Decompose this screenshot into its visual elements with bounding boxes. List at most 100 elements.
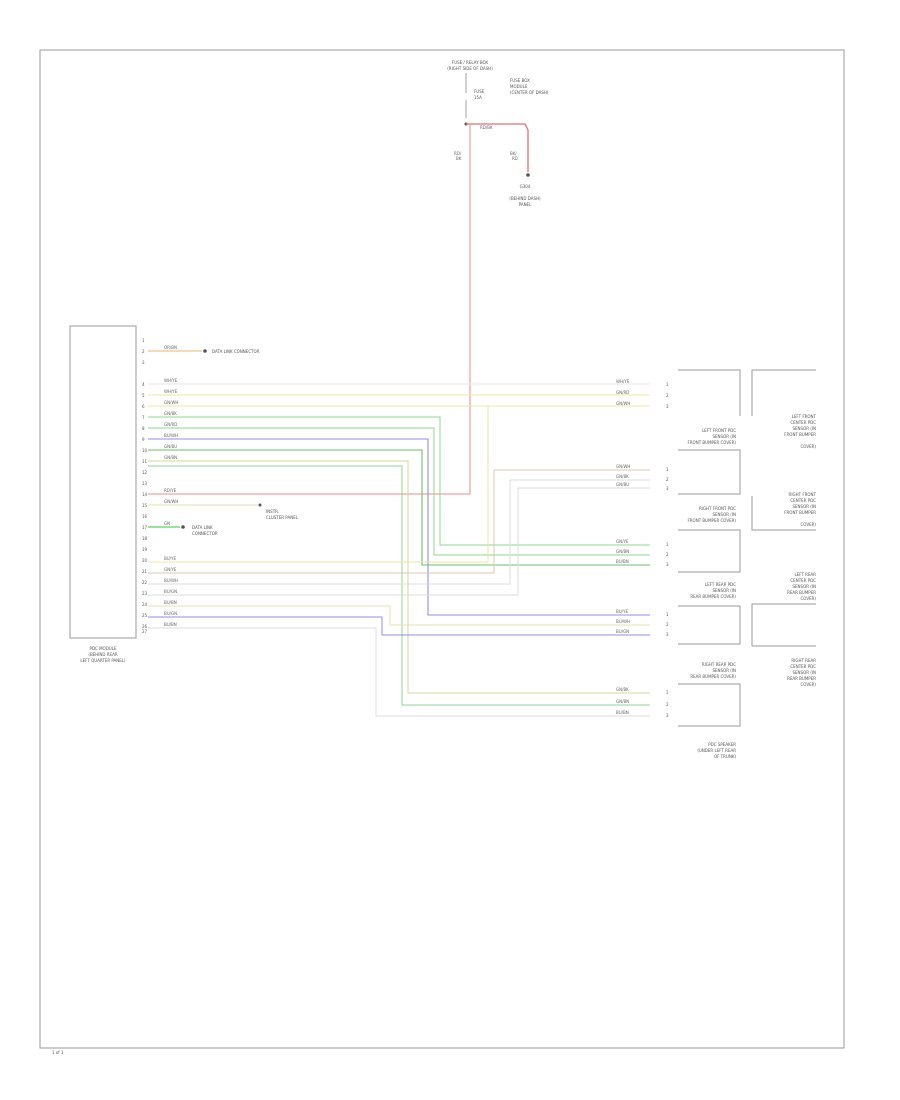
harness-wire-label: GN/WH bbox=[164, 400, 178, 405]
pin-number: 20 bbox=[142, 558, 148, 563]
ground-label-2: (BEHIND DASH) bbox=[509, 196, 541, 201]
right-box-text: COVER) bbox=[801, 596, 817, 601]
sensor-label: SENSOR (IN bbox=[712, 668, 736, 673]
sensor-pin: 2 bbox=[666, 477, 669, 482]
pin-number: 3 bbox=[142, 360, 145, 365]
pin-number: 12 bbox=[142, 470, 148, 475]
fuse-block: FUSE / RELAY BOX (RIGHT SIDE OF DASH) FU… bbox=[447, 60, 549, 126]
pin-number: 16 bbox=[142, 514, 148, 519]
right-box-text: CENTER PDC bbox=[790, 420, 816, 425]
sensor-label: FRONT BUMPER COVER) bbox=[687, 518, 736, 523]
sensor-pin: 1 bbox=[666, 382, 669, 387]
right-box-text: LEFT REAR bbox=[794, 572, 816, 577]
connector-instr-label-1: INSTR. bbox=[266, 509, 279, 514]
harness-wire-label: BU/GN bbox=[164, 611, 177, 616]
sensor-label: SENSOR (IN bbox=[712, 512, 736, 517]
sensor-label: SENSOR (IN bbox=[712, 434, 736, 439]
pin-number: 11 bbox=[142, 459, 148, 464]
sensor-wire-label: GN/BU bbox=[616, 482, 629, 487]
pin-number: 13 bbox=[142, 481, 148, 486]
harness-wire bbox=[148, 469, 650, 574]
right-box-text: FRONT BUMPER bbox=[784, 432, 816, 437]
pin-number: 8 bbox=[142, 426, 145, 431]
right-box-text: RIGHT FRONT bbox=[789, 492, 817, 497]
ground-label-3: PANEL bbox=[519, 202, 532, 207]
fuse-box-note-2: MODULE bbox=[510, 84, 528, 89]
right-box-outline bbox=[751, 369, 816, 416]
right-box-outline bbox=[751, 496, 816, 531]
sensor-pin: 1 bbox=[666, 467, 669, 472]
feed-wire-label: RD/BK bbox=[480, 125, 493, 130]
right-box-2: RIGHT FRONT CENTER PDC SENSOR (IN FRONT … bbox=[751, 492, 817, 531]
sensor-wire-label: BU/WH bbox=[616, 619, 630, 624]
harness-wire bbox=[148, 479, 650, 585]
pin-number: 22 bbox=[142, 580, 148, 585]
connector-instr-label-2: CLUSTER PANEL bbox=[266, 515, 299, 520]
sensor-right-rear: BU/YE BU/WH BU/GN 1 2 3 RIGHT REAR PDC S… bbox=[616, 605, 741, 679]
pin-number: 7 bbox=[142, 415, 145, 420]
harness-wire-label: BU/YE bbox=[164, 556, 176, 561]
module-label-2: (BEHIND REAR bbox=[88, 652, 117, 657]
right-box-text: SENSOR (IN bbox=[792, 584, 816, 589]
right-box-text: CENTER PDC bbox=[790, 664, 816, 669]
sensor-wire-label: GN/BK bbox=[616, 474, 629, 479]
harness-wire-label: GN/BK bbox=[164, 411, 177, 416]
harness-wire-label: WH/YE bbox=[164, 378, 178, 383]
pin-number: 24 bbox=[142, 602, 148, 607]
power-wire-to-module bbox=[148, 124, 471, 495]
harness-wire bbox=[148, 616, 650, 636]
pin-number: 14 bbox=[142, 492, 148, 497]
sensor-wire-label: GN/RD bbox=[616, 390, 629, 395]
sensor-label: REAR BUMPER COVER) bbox=[690, 594, 736, 599]
right-box-text: SENSOR (IN bbox=[792, 670, 816, 675]
sensor-pin: 2 bbox=[666, 622, 669, 627]
pin-number: 10 bbox=[142, 448, 148, 453]
right-box-text: LEFT FRONT bbox=[792, 414, 817, 419]
sensor-label: SENSOR (IN bbox=[712, 588, 736, 593]
sensor-pin: 3 bbox=[666, 713, 669, 718]
sensor-wire-label: BU/GN bbox=[616, 629, 629, 634]
sensor-label: LEFT REAR PDC bbox=[705, 582, 736, 587]
pin-number: 26 bbox=[142, 624, 148, 629]
harness-wire bbox=[148, 438, 650, 616]
pin-number: 19 bbox=[142, 547, 148, 552]
sensor-wire-label: GN/WH bbox=[616, 401, 630, 406]
sensor-rear-center: GN/BK GN/BN BU/BN 1 2 3 PDC SPEAKER (UND… bbox=[616, 683, 741, 759]
pin-number: 17 bbox=[142, 525, 148, 530]
harness-wire bbox=[148, 487, 650, 596]
sensor-pin: 2 bbox=[666, 552, 669, 557]
sensor-label: FRONT BUMPER COVER) bbox=[687, 440, 736, 445]
bottom-note-3: OF TRUNK) bbox=[714, 754, 736, 759]
sensor-label: LEFT FRONT PDC bbox=[702, 428, 736, 433]
sensor-wire-label: GN/BK bbox=[616, 687, 629, 692]
connector-dlc2-label-1: DATA LINK bbox=[192, 525, 213, 530]
right-box-text: CENTER PDC bbox=[790, 498, 816, 503]
fuse-amps: 15A bbox=[474, 95, 482, 100]
sensor-right-front: GN/WH GN/BK GN/BU 1 2 3 RIGHT FRONT PDC … bbox=[616, 449, 741, 523]
module-label-3: LEFT QUARTER PANEL) bbox=[80, 658, 126, 663]
sensor-wire-label: WH/YE bbox=[616, 379, 630, 384]
right-box-text: SENSOR (IN bbox=[792, 504, 816, 509]
harness-wire-label: WH/YE bbox=[164, 389, 178, 394]
feed-wire-to-ground bbox=[466, 123, 529, 172]
sensor-box-outline bbox=[678, 529, 741, 573]
sensor-pin: 2 bbox=[666, 702, 669, 707]
sensor-wire-label: GN/BN bbox=[616, 699, 629, 704]
sensor-pin: 1 bbox=[666, 690, 669, 695]
connector-dlc-label: DATA LINK CONNECTOR bbox=[212, 349, 260, 354]
harness-wire-label: GN/YE bbox=[164, 567, 177, 572]
sensor-pin: 3 bbox=[666, 404, 669, 409]
pin-number: 9 bbox=[142, 437, 145, 442]
fuse-block-title: FUSE / RELAY BOX bbox=[452, 60, 489, 65]
connector-dot bbox=[181, 525, 185, 529]
harness-wire-label: GN/RD bbox=[164, 422, 177, 427]
sensor-wire-label: GN/YE bbox=[616, 539, 629, 544]
harness-wire-label: GN/BU bbox=[164, 444, 177, 449]
right-box-outline bbox=[751, 603, 816, 646]
harness-wire bbox=[148, 427, 650, 556]
fuse-box-note-1: FUSE BOX bbox=[510, 78, 530, 83]
connector-dlc2-label-2: CONNECTOR bbox=[192, 531, 218, 536]
right-box-text: REAR BUMPER bbox=[787, 590, 816, 595]
harness-wire bbox=[148, 460, 650, 694]
ground-splice-dot bbox=[526, 173, 530, 177]
